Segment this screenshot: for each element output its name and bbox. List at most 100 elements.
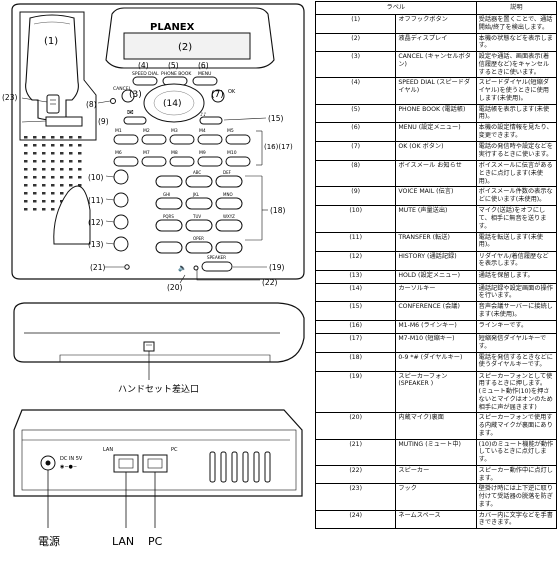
row-label: 0-9 *# (ダイヤルキー) (395, 351, 477, 372)
callout-8: (8) (86, 100, 97, 109)
line-key-m2[interactable] (141, 134, 167, 145)
grille-hole (33, 184, 37, 187)
row-label: 液晶ディスプレイ (395, 32, 477, 52)
table-row: (17)M7-M10 (短縮キー)短縮発信ダイヤルキーです。 (314, 333, 558, 353)
line-key-m3[interactable] (169, 134, 195, 145)
row-number: (7) (314, 141, 397, 161)
grille-hole (69, 144, 73, 147)
callout-4: (4) (138, 61, 149, 70)
table-row: (14)カーソルキー通話記録や設定画面の操作を行います。 (314, 282, 558, 302)
dial-key[interactable] (155, 197, 183, 210)
cancel-label: CANCEL (113, 86, 132, 92)
dial-key[interactable] (185, 241, 213, 254)
dial-key-letters: DEF (223, 170, 232, 175)
dial-key[interactable] (215, 241, 243, 254)
speed-dial-label: SPEED DIAL (132, 71, 159, 77)
row-number: (19) (314, 370, 397, 414)
row-description: カバー内に文字などを手書きできます。 (475, 509, 558, 529)
cancel-button[interactable] (121, 89, 135, 103)
row-description: (10)のミュート機能が動作しているときに点灯します。 (475, 438, 558, 466)
line-key-label: M10 (227, 150, 237, 156)
table-row: (7)OK (OK ボタン)電話の発信時や設定などを実行するときに使います。 (314, 141, 558, 161)
callout-11: (11) (88, 196, 103, 205)
grille-hole (60, 136, 64, 139)
dial-key[interactable] (185, 219, 213, 232)
hold-button[interactable] (113, 236, 129, 252)
dial-key-letters: WXYZ (223, 214, 235, 219)
grille-hole (42, 184, 46, 187)
pc-port[interactable] (142, 454, 168, 473)
cursor-key[interactable] (143, 83, 205, 123)
speed-dial-button[interactable] (132, 76, 158, 86)
line-key-m10[interactable] (225, 156, 251, 167)
line-key-m8[interactable] (169, 156, 195, 167)
grille-hole (33, 152, 37, 155)
dial-key-letters: TUV (192, 214, 201, 219)
grille-hole (78, 136, 82, 139)
dial-key[interactable] (155, 175, 183, 188)
row-label: HOLD (設定メニュー) (395, 269, 477, 284)
conference-button[interactable] (199, 116, 223, 125)
table-row: (24)ネームスペースカバー内に文字などを手書きできます。 (314, 509, 558, 529)
dial-key[interactable] (155, 241, 183, 254)
dial-key-letters: JKL (192, 192, 200, 197)
line-key-m1[interactable] (113, 134, 139, 145)
callout-18: (18) (270, 206, 285, 215)
handset-jack-label: ハンドセット差込口 (118, 383, 199, 395)
dial-key[interactable] (155, 219, 183, 232)
table-row: (9)VOICE MAIL (伝言)ボイスメール件数の表示などに使います(未使用… (314, 186, 558, 207)
grille-hole (24, 176, 28, 179)
dial-key[interactable] (185, 175, 213, 188)
row-label: スピーカー (395, 464, 477, 485)
row-number: (17) (314, 333, 397, 353)
row-label: OK (OK ボタン) (395, 141, 477, 161)
dial-key[interactable] (215, 219, 243, 232)
table-row: (23)フック壁掛け時には上下逆に取り付けて受話器の脱落を防ぎます。 (314, 483, 558, 511)
mute-button[interactable] (113, 169, 129, 185)
table-row: (18)0-9 *# (ダイヤルキー)電話を発信するときなどに使うダイヤルキーで… (314, 351, 558, 372)
table-row: (20)内蔵マイク)裏面スピーカーフォンで使用する内蔵マイクが裏面にあります。 (314, 412, 558, 440)
line-key-label: M8 (171, 150, 178, 156)
dial-key-letters: ABC (193, 170, 201, 175)
grille-hole (78, 152, 82, 155)
history-button[interactable] (113, 214, 129, 230)
pc-port-label: PC (171, 447, 178, 453)
grille-hole (78, 168, 82, 171)
row-label: ボイスメール お知らせ (395, 159, 477, 188)
voice-mail-button[interactable] (123, 116, 147, 125)
transfer-button[interactable] (113, 192, 129, 208)
row-description: 壁掛け時には上下逆に取り付けて受話器の脱落を防ぎます。 (475, 483, 558, 511)
row-label: カーソルキー (395, 282, 477, 302)
line-key-label: M6 (115, 150, 122, 156)
dial-key[interactable] (185, 197, 213, 210)
row-number: (8) (314, 159, 397, 188)
ok-button[interactable] (211, 89, 225, 103)
line-key-m7[interactable] (141, 156, 167, 167)
handset-jack[interactable] (143, 341, 155, 352)
dial-key[interactable] (215, 175, 243, 188)
menu-button[interactable] (192, 76, 218, 86)
table-row: (22)スピーカースピーカー動作中に点灯します。 (314, 464, 558, 485)
grille-hole (51, 136, 55, 139)
line-key-m9[interactable] (197, 156, 223, 167)
callout-22: (22) (262, 278, 277, 287)
phone-front-view: (1) (23) PLANEX (2) (4) (5) (6) SPEED DI… (2, 3, 305, 292)
phone-book-label: PHONE BOOK (161, 71, 192, 77)
grille-hole (33, 200, 37, 203)
grille-hole (42, 208, 46, 211)
line-key-m4[interactable] (197, 134, 223, 145)
speaker-button[interactable] (201, 261, 233, 272)
line-key-m5[interactable] (225, 134, 251, 145)
dial-key[interactable] (215, 197, 243, 210)
leader-line (105, 242, 115, 245)
vent-slot (253, 451, 260, 483)
row-label: CONFERENCE (会議) (395, 301, 477, 321)
grille-hole (51, 184, 55, 187)
line-key-label: M4 (199, 128, 206, 134)
line-key-m6[interactable] (113, 156, 139, 167)
grille-hole (33, 144, 37, 147)
grille-hole (78, 176, 82, 179)
leader-line (105, 220, 115, 223)
lan-port[interactable] (113, 454, 139, 473)
